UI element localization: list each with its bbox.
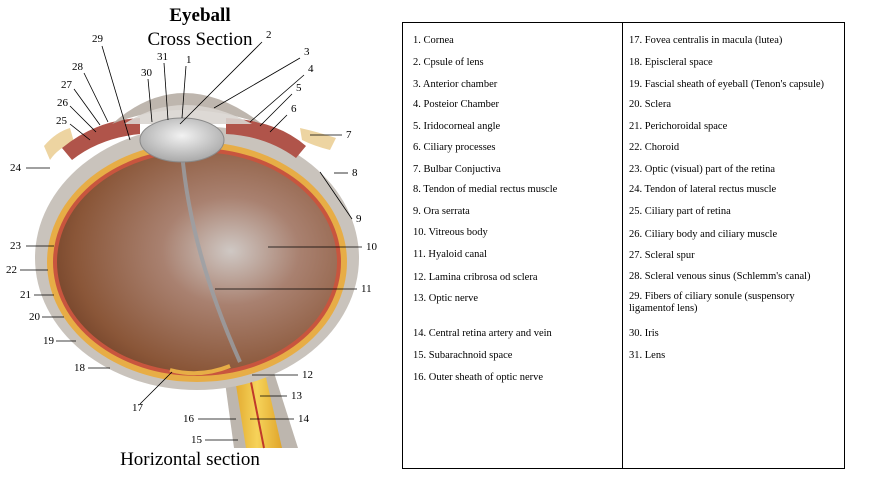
legend-item-25: 25. Ciliary part of retina [629,206,731,217]
ciliary-body-right [226,118,306,158]
ciliary-body-left [62,118,140,160]
legend-item-12: 12. Lamina cribrosa od sclera [413,272,538,283]
callout-line-9 [319,171,353,220]
callout-number-7: 7 [346,129,352,141]
callout-number-2: 2 [266,29,272,41]
legend-item-22: 22. Choroid [629,142,680,153]
callout-line-5 [259,93,293,127]
callout-number-5: 5 [296,82,302,94]
callout-line-26 [69,105,97,133]
callout-line-30 [147,78,153,123]
callout-number-17: 17 [132,402,144,414]
legend-item-5: 5. Iridocorneal angle [413,121,501,132]
legend-item-14: 14. Central retina artery and vein [413,328,552,339]
callout-number-8: 8 [352,167,358,179]
callout-number-13: 13 [291,390,303,402]
callout-number-23: 23 [10,240,22,252]
legend-item-28: 28. Scleral venous sinus (Schlemm's cana… [629,271,811,282]
callout-number-31: 31 [157,51,168,63]
eyeball-illustration: 1234567891011121314151617181920212223242… [6,29,378,449]
callout-number-21: 21 [20,289,31,301]
callout-line-31 [163,62,169,121]
callout-number-29: 29 [92,33,104,45]
callout-number-15: 15 [191,434,203,446]
callout-number-26: 26 [57,97,69,109]
legend-item-16: 16. Outer sheath of optic nerve [413,372,544,383]
legend-item-15: 15. Subarachnoid space [413,350,513,361]
legend-item-23: 23. Optic (visual) part of the retina [629,164,776,175]
callout-number-10: 10 [366,241,378,253]
callout-number-6: 6 [291,103,297,115]
legend-item-6: 6. Ciliary processes [413,142,496,153]
legend-item-9: 9. Ora serrata [413,206,470,217]
callout-number-3: 3 [304,46,310,58]
legend-item-7: 7. Bulbar Conjuctiva [413,164,501,175]
callout-line-29 [101,45,131,141]
legend-item-19: 19. Fascial sheath of eyeball (Tenon's c… [629,79,825,90]
figure-caption: Horizontal section [120,449,260,470]
legend-item-21: 21. Perichoroidal space [629,121,728,132]
callout-line-1 [181,65,187,119]
legend-item-10: 10. Vitreous body [413,227,488,238]
figure-subtitle: Cross Section [147,29,253,50]
callout-number-14: 14 [298,413,310,425]
legend-box: 1. Cornea 2. Cpsule of lens 3. Anterior ch… [402,22,845,469]
callout-number-18: 18 [74,362,86,374]
conjunctiva-right [300,128,336,150]
callout-number-1: 1 [186,54,192,66]
callout-line-27 [73,88,101,126]
figure-title: Eyeball [169,5,231,26]
callout-number-9: 9 [356,213,362,225]
callout-number-25: 25 [56,115,68,127]
callout-number-16: 16 [183,413,195,425]
anterior-chamber [124,105,252,124]
legend-item-8: 8. Tendon of medial rectus muscle [413,184,558,195]
callout-number-12: 12 [302,369,313,381]
hyaloid-canal [180,151,242,363]
legend-divider [622,23,623,468]
callout-line-6 [269,114,288,133]
legend-item-17: 17. Fovea centralis in macula (lutea) [629,35,783,46]
legend-item-27: 27. Scleral spur [629,250,695,261]
callout-line-2 [179,41,263,125]
callout-line-25 [69,123,91,141]
legend-item-2: 2. Cpsule of lens [413,57,484,68]
legend-item-18: 18. Episcleral space [629,57,713,68]
callout-number-24: 24 [10,162,22,174]
conjunctiva-left [44,128,74,160]
callout-number-27: 27 [61,79,73,91]
callout-line-3 [213,57,301,109]
callout-number-4: 4 [308,63,314,75]
callout-number-11: 11 [361,283,372,295]
callout-line-17 [139,371,173,405]
vitreous-body [57,152,337,372]
legend-item-4: 4. Posteior Chamber [413,99,500,110]
callout-number-19: 19 [43,335,55,347]
legend-item-30: 30. Iris [629,328,659,339]
legend-item-11: 11. Hyaloid canal [413,249,487,260]
legend-item-24: 24. Tendon of lateral rectus muscle [629,184,777,195]
legend-item-3: 3. Anterior chamber [413,79,498,90]
callout-number-22: 22 [6,264,17,276]
callout-number-20: 20 [29,311,41,323]
callout-line-4 [249,74,305,123]
legend-item-1: 1. Cornea [413,35,454,46]
lens [139,117,225,163]
callout-line-28 [83,72,109,123]
callout-number-30: 30 [141,67,153,79]
legend-item-31: 31. Lens [629,350,666,361]
legend-item-26: 26. Ciliary body and ciliary muscle [629,229,778,240]
macula [169,364,231,376]
legend-item-20: 20. Sclera [629,99,671,110]
callout-number-28: 28 [72,61,84,73]
legend-item-13: 13. Optic nerve [413,293,479,304]
legend-item-29: 29. Fibers of ciliary sonule (suspensory… [629,291,795,314]
